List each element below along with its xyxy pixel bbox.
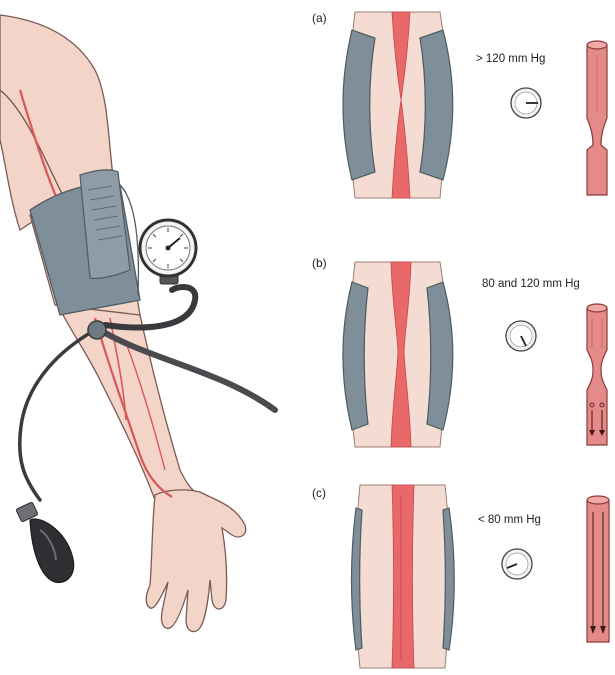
panel-b-pressure: 80 and 120 mm Hg bbox=[482, 278, 580, 290]
panel-c-label: (c) bbox=[312, 486, 326, 500]
cuff-right-b bbox=[427, 282, 453, 430]
panel-a-pressure: > 120 mm Hg bbox=[476, 53, 545, 65]
panel-b: (b) 80 and 120 mm Hg bbox=[312, 256, 607, 447]
cuff-left-b bbox=[343, 282, 368, 430]
panel-c-pressure: < 80 mm Hg bbox=[478, 514, 541, 526]
panel-b-label: (b) bbox=[312, 256, 327, 270]
hand bbox=[146, 490, 245, 632]
sphygmomanometer-gauge-icon bbox=[140, 220, 196, 284]
panel-a-label: (a) bbox=[312, 11, 327, 25]
panel-c: (c) < 80 mm Hg bbox=[312, 485, 609, 668]
artery-side-view-a bbox=[587, 41, 607, 195]
pressure-dial-b-icon bbox=[506, 321, 536, 351]
cuff-right-a bbox=[420, 30, 453, 180]
artery-side-view-b bbox=[587, 304, 607, 445]
artery-side-view-c bbox=[587, 496, 609, 642]
pressure-dial-a-icon bbox=[511, 88, 541, 118]
cuff-left-a bbox=[343, 30, 375, 180]
panel-a: (a) > 120 mm Hg bbox=[312, 11, 607, 198]
pressure-dial-c-icon bbox=[502, 549, 532, 579]
inflation-bulb-icon bbox=[16, 502, 74, 583]
artery-c bbox=[392, 485, 414, 668]
